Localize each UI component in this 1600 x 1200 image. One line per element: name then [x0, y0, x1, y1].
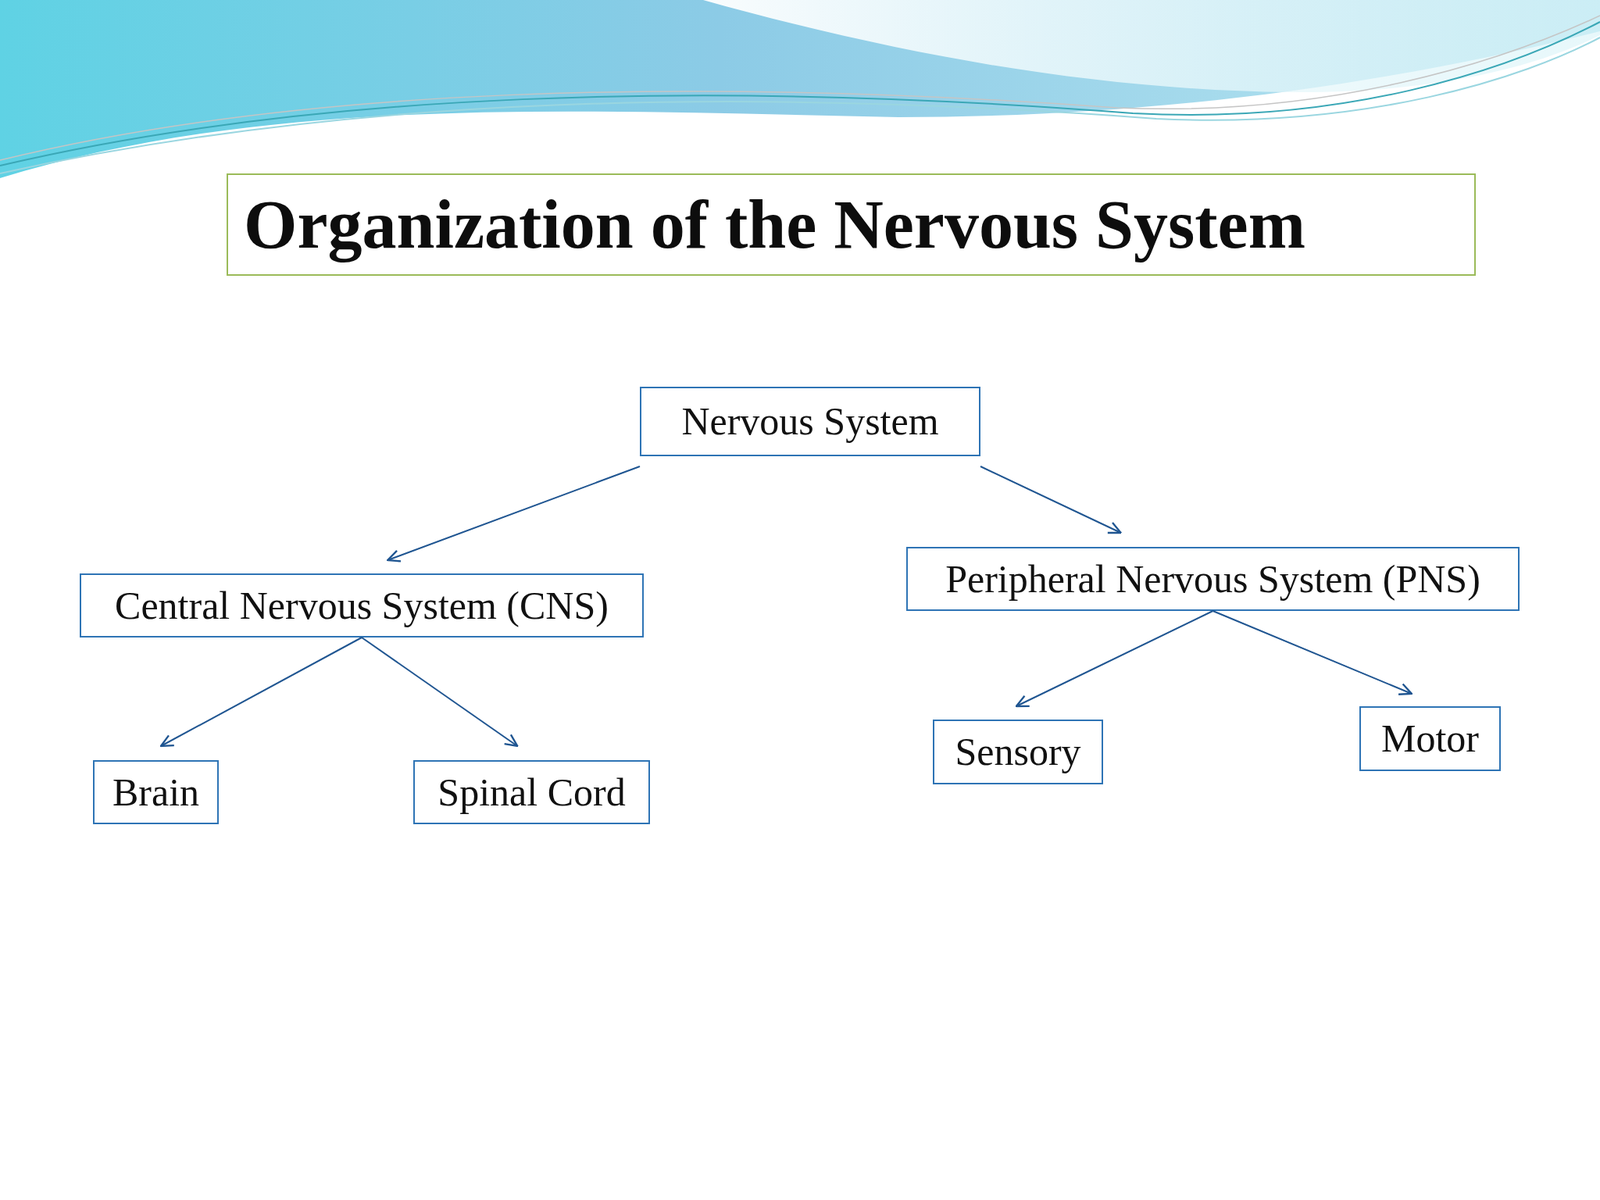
wave-line — [0, 15, 1600, 161]
node-box: Brain — [92, 760, 219, 825]
node-box: Spinal Cord — [413, 760, 650, 825]
node-box: Nervous System — [639, 386, 981, 457]
wave-band — [0, 0, 1600, 179]
wave-highlight — [703, 0, 1600, 93]
node-label: Peripheral Nervous System (PNS) — [945, 557, 1481, 601]
node-label: Central Nervous System (CNS) — [114, 584, 609, 628]
title-box: Organization of the Nervous System — [226, 173, 1476, 276]
node-box: Sensory — [932, 719, 1104, 785]
node-box: Central Nervous System (CNS) — [79, 573, 644, 638]
connector-arrow — [980, 466, 1122, 533]
connector-arrow — [387, 466, 640, 561]
node-label: Brain — [112, 771, 200, 815]
node-label: Spinal Cord — [437, 771, 625, 815]
connector-arrow — [160, 637, 362, 747]
connector-arrow — [361, 637, 518, 747]
wave-line — [0, 37, 1600, 174]
node-label: Motor — [1381, 717, 1479, 761]
node-box: Peripheral Nervous System (PNS) — [906, 546, 1520, 611]
connector-arrow — [1213, 610, 1412, 694]
node-label: Sensory — [954, 730, 1081, 774]
node-box: Motor — [1359, 706, 1501, 772]
wave-line — [0, 21, 1600, 166]
title-text: Organization of the Nervous System — [243, 185, 1306, 265]
node-label: Nervous System — [681, 400, 939, 443]
connector-arrow — [1016, 610, 1214, 707]
